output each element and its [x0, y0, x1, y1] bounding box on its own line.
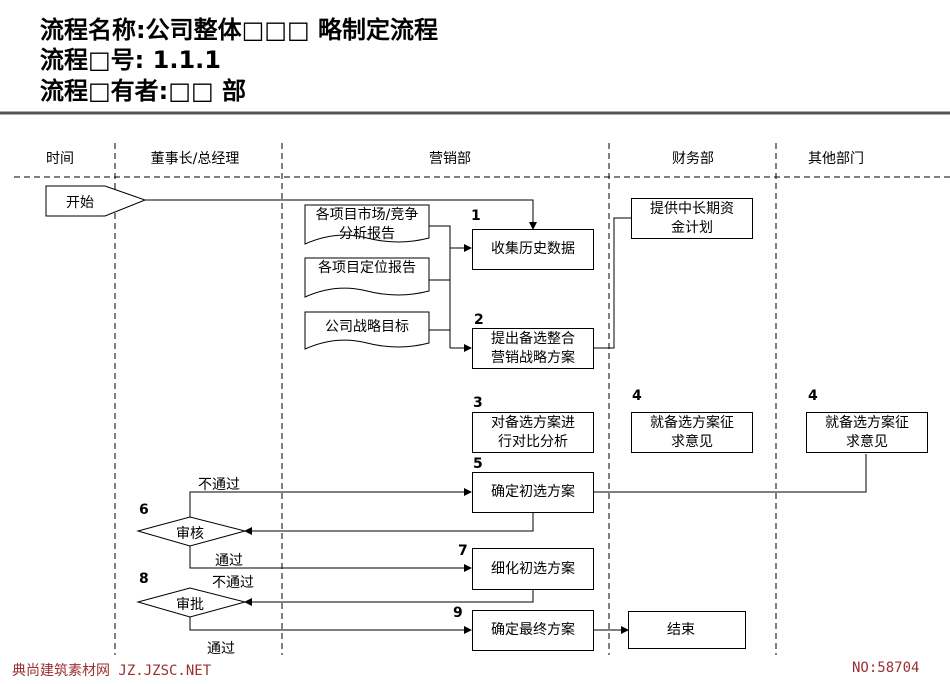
- start-label: 开始: [66, 195, 94, 211]
- start-shape: [45, 185, 147, 217]
- step1-collect-data: 收集历史数据: [472, 229, 594, 270]
- step1-number: 1: [471, 208, 481, 224]
- step9-final-plan: 确定最终方案: [472, 610, 594, 651]
- step6-review: 审核: [176, 526, 204, 542]
- step5-number: 5: [473, 456, 483, 472]
- step5-initial-plan: 确定初选方案: [472, 472, 594, 513]
- step8-number: 8: [139, 571, 149, 587]
- step2-propose-plans: 提出备选整合营销战略方案: [472, 328, 594, 369]
- process-number: 流程□号: 1.1.1: [40, 46, 221, 74]
- review-pass-label: 通过: [215, 553, 243, 569]
- step2-number: 2: [474, 312, 484, 328]
- footer-watermark: 典尚建筑素材网 JZ.JZSC.NET: [12, 663, 212, 679]
- end-box: 结束: [628, 611, 746, 649]
- lane-time: 时间: [46, 151, 74, 167]
- step4a-number: 4: [632, 388, 642, 404]
- step6-number: 6: [139, 502, 149, 518]
- step3-number: 3: [473, 395, 483, 411]
- process-owner: 流程□有者:□□ 部: [40, 77, 246, 105]
- step4-other-opinion: 就备选方案征求意见: [806, 412, 928, 453]
- footer-number: NO:58704: [852, 660, 920, 676]
- step7-refine-plan: 细化初选方案: [472, 548, 594, 590]
- approve-pass-label: 通过: [207, 641, 235, 657]
- process-name: 流程名称:公司整体□□□ 略制定流程: [40, 16, 438, 44]
- lane-marketing: 营销部: [429, 151, 471, 167]
- step4b-number: 4: [808, 388, 818, 404]
- lane-other-depts: 其他部门: [808, 151, 864, 167]
- step9-number: 9: [453, 605, 463, 621]
- finance-plan-box: 提供中长期资金计划: [631, 198, 753, 239]
- step4-finance-opinion: 就备选方案征求意见: [631, 412, 753, 453]
- step7-number: 7: [458, 543, 468, 559]
- step3-compare-plans: 对备选方案进行对比分析: [472, 412, 594, 453]
- doc-market-analysis: 各项目市场/竞争分析报告: [315, 207, 419, 242]
- step8-approve: 审批: [176, 597, 204, 613]
- review-reject-label: 不通过: [198, 477, 240, 493]
- lane-finance: 财务部: [672, 151, 714, 167]
- lane-chairman: 董事长/总经理: [150, 151, 240, 167]
- doc-strategy-goal: 公司战略目标: [325, 319, 409, 335]
- approve-reject-label: 不通过: [212, 575, 254, 591]
- doc-positioning-report: 各项目定位报告: [318, 260, 416, 276]
